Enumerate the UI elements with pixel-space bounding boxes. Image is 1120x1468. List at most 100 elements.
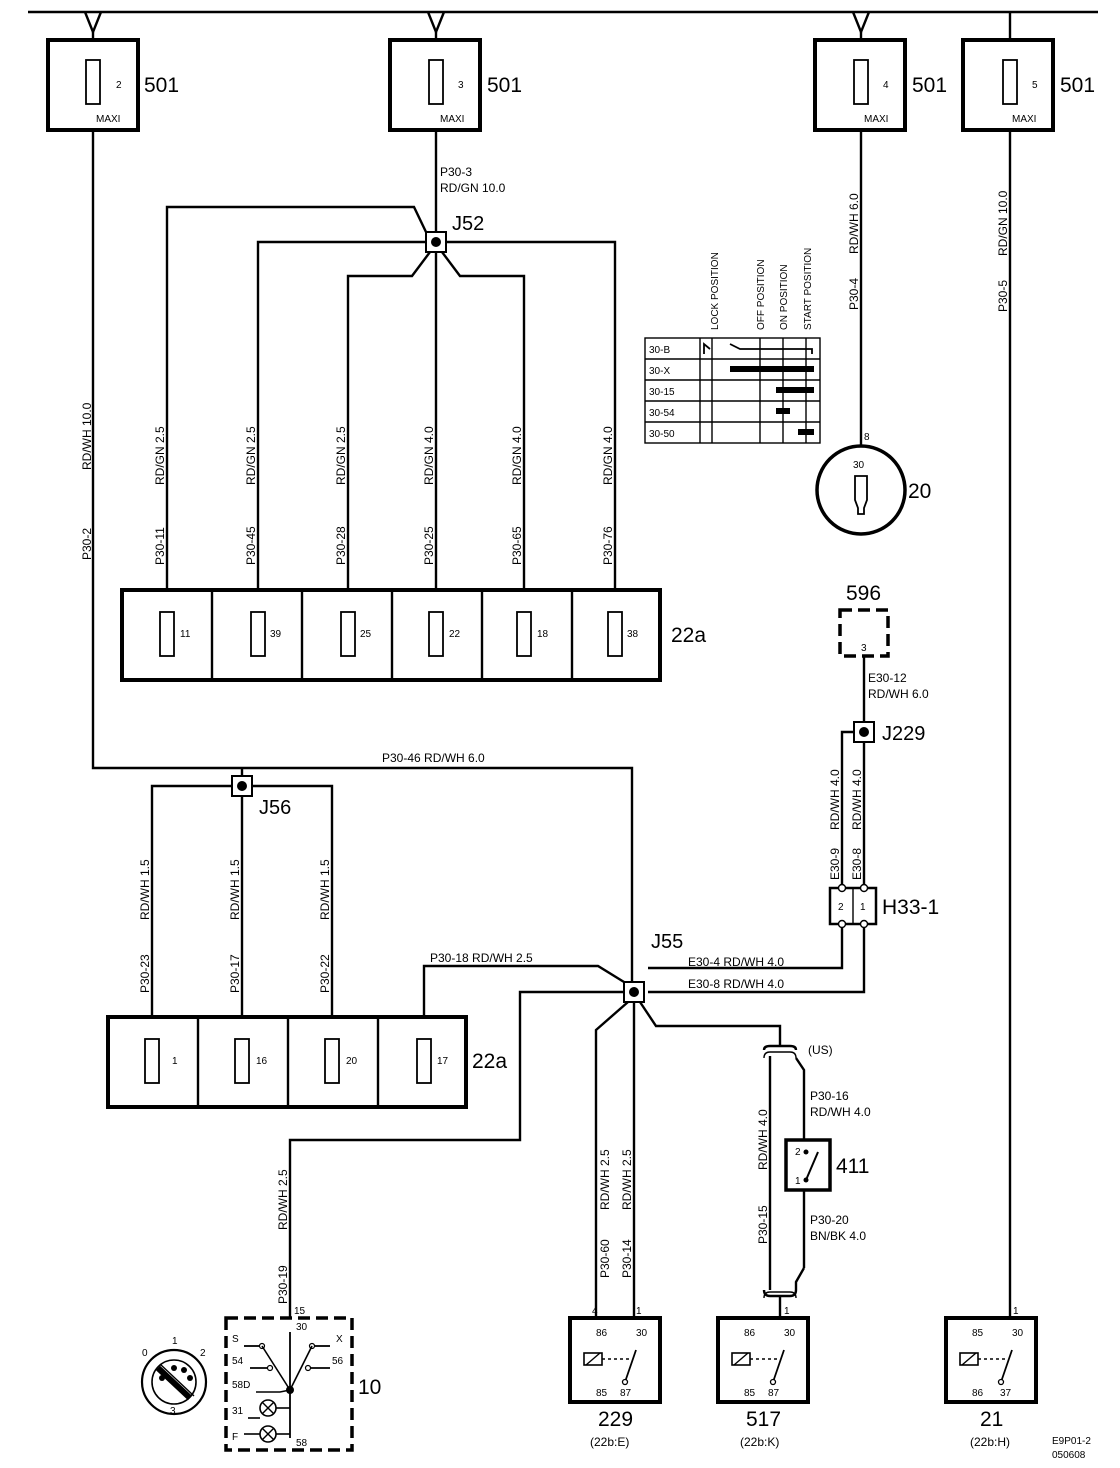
wire-label-e30-9-spec: RD/WH 4.0	[828, 769, 842, 830]
wire-label-p30-5: P30-5	[996, 280, 1010, 312]
maxi-fuse-label: MAXI	[96, 114, 120, 125]
pin-label: 30	[636, 1328, 648, 1339]
wire-label-p30-20-spec: BN/BK 4.0	[810, 1229, 866, 1243]
wire-label-p30-3-spec: RD/GN 10.0	[440, 181, 506, 195]
maxi-fuse-label: MAXI	[440, 114, 464, 125]
junction-j55: J55	[288, 931, 782, 1318]
fuse-number: 38	[627, 629, 639, 640]
unit-501-label: 501	[912, 74, 947, 97]
wire-label-e30-8: E30-8 RD/WH 4.0	[688, 977, 784, 991]
component-20-ignition-lock: 8 30 20	[815, 432, 931, 536]
position-label: LOCK POSITION	[710, 252, 721, 330]
maxi-fuse-number: 2	[116, 80, 122, 91]
table-row-label: 30-50	[649, 429, 675, 440]
maxi-fuse-4: 4 MAXI 501	[813, 32, 947, 132]
pin-label: 1	[1013, 1306, 1019, 1317]
us-option-branch: (US)	[762, 1043, 833, 1318]
pin-label: X	[336, 1334, 343, 1345]
wire-label-j56-branch-spec: RD/WH 1.5	[318, 859, 332, 920]
wire-label-p30-2-spec: RD/WH 10.0	[80, 402, 94, 470]
maxi-fuse-number: 5	[1032, 80, 1038, 91]
wires-main	[91, 130, 1012, 1318]
wire-label-p30-18: P30-18 RD/WH 2.5	[430, 951, 533, 965]
pin-label: 3	[861, 643, 867, 654]
fusebox-22a-top: 11 39 25 22 18 38 22a	[120, 588, 706, 682]
top-bus	[28, 10, 1098, 36]
wire-label-p30-60: P30-60	[598, 1239, 612, 1278]
wire-label-j52-branch-spec: RD/GN 4.0	[422, 426, 436, 485]
relay-229-label: 229	[598, 1408, 633, 1431]
fuse-number: 22	[449, 629, 461, 640]
junction-j229-label: J229	[882, 723, 925, 745]
wire-label-j52-branch-spec: RD/GN 2.5	[334, 426, 348, 485]
dial-position: 1	[172, 1336, 178, 1347]
relay-21: 1 85 30 86 37 21 (22b:H)	[944, 1306, 1038, 1449]
pin-label: F	[232, 1432, 238, 1443]
wire-label-p30-4: P30-4	[847, 278, 861, 310]
wire-label-p30-5-spec: RD/GN 10.0	[996, 190, 1010, 256]
ignition-key-dial: 0 1 2 3	[140, 1336, 208, 1417]
wire-label-e30-4: E30-4 RD/WH 4.0	[688, 955, 784, 969]
component-596-label: 596	[846, 582, 881, 605]
component-20-label: 20	[908, 480, 931, 503]
wire-label-j52-branch: P30-45	[244, 526, 258, 565]
wire-label-p30-14: P30-14	[620, 1239, 634, 1278]
pin-label: 37	[1000, 1388, 1012, 1399]
fuse-number: 25	[360, 629, 372, 640]
position-label: START POSITION	[803, 248, 814, 330]
pin-label: 86	[744, 1328, 756, 1339]
ignition-switch-table: LOCK POSITION OFF POSITION ON POSITION S…	[644, 248, 821, 444]
fusebox-22a-label: 22a	[671, 624, 706, 647]
maxi-fuse-number: 3	[458, 80, 464, 91]
relay-517: 1 86 30 85 87 517 (22b:K)	[716, 1306, 810, 1449]
relay-229: 4 1 86 30 85 87 229 (22b:E)	[568, 1306, 662, 1449]
wire-label-j52-branch: P30-65	[510, 526, 524, 565]
wire-label-p30-14-spec: RD/WH 2.5	[620, 1149, 634, 1210]
fuse-number: 1	[172, 1056, 178, 1067]
table-row-label: 30-15	[649, 387, 675, 398]
pin-label: 87	[768, 1388, 780, 1399]
component-596: 596 3	[838, 582, 890, 722]
maxi-fuse-2: 2 MAXI 501	[46, 32, 179, 132]
wire-label-j56-branch-spec: RD/WH 1.5	[228, 859, 242, 920]
relay-517-label: 517	[746, 1408, 781, 1431]
pin-label: 2	[838, 902, 844, 913]
wire-label-e30-8-vertical-spec: RD/WH 4.0	[850, 769, 864, 830]
wire-label-p30-15: P30-15	[756, 1205, 770, 1244]
wire-label-j52-branch: P30-28	[334, 526, 348, 565]
wire-label-p30-20: P30-20	[810, 1213, 849, 1227]
drawing-code-date: 050608	[1052, 1450, 1086, 1461]
pin-label: 2	[795, 1147, 801, 1158]
wire-label-j52-branch-spec: RD/GN 4.0	[601, 426, 615, 485]
fuse-number: 39	[270, 629, 282, 640]
junction-j56: J56	[150, 766, 634, 1017]
wire-label-e30-12: E30-12	[868, 671, 907, 685]
wire-label-j52-branch: P30-25	[422, 526, 436, 565]
component-411-label: 411	[836, 1155, 869, 1178]
wire-label-p30-46: P30-46 RD/WH 6.0	[382, 751, 485, 765]
pin-label: 31	[232, 1406, 244, 1417]
pin-label: 58	[296, 1438, 308, 1449]
dial-position: 2	[200, 1348, 206, 1359]
dial-position: 3	[170, 1406, 176, 1417]
relay-21-label: 21	[980, 1408, 1003, 1431]
position-label: OFF POSITION	[756, 259, 767, 330]
fuse-number: 11	[180, 629, 191, 640]
fusebox-22a-label: 22a	[472, 1050, 507, 1073]
wire-label-p30-16: P30-16	[810, 1089, 849, 1103]
pin-label: 86	[972, 1388, 984, 1399]
wire-label-p30-2: P30-2	[80, 528, 94, 560]
wire-label-e30-12-spec: RD/WH 6.0	[868, 687, 929, 701]
wire-label-j56-branch: P30-17	[228, 954, 242, 993]
pin-label: 85	[596, 1388, 608, 1399]
wire-label-p30-4-spec: RD/WH 6.0	[847, 193, 861, 254]
wire-label-j52-branch-spec: RD/GN 2.5	[153, 426, 167, 485]
pin-label: 1	[636, 1306, 642, 1317]
pin-label: 30	[784, 1328, 796, 1339]
wire-label-j52-branch-spec: RD/GN 2.5	[244, 426, 258, 485]
fuse-number: 16	[256, 1056, 268, 1067]
pin-label: 1	[795, 1176, 801, 1187]
component-411-switch: 2 1 411	[784, 1138, 869, 1192]
pin-label: 1	[784, 1306, 790, 1317]
